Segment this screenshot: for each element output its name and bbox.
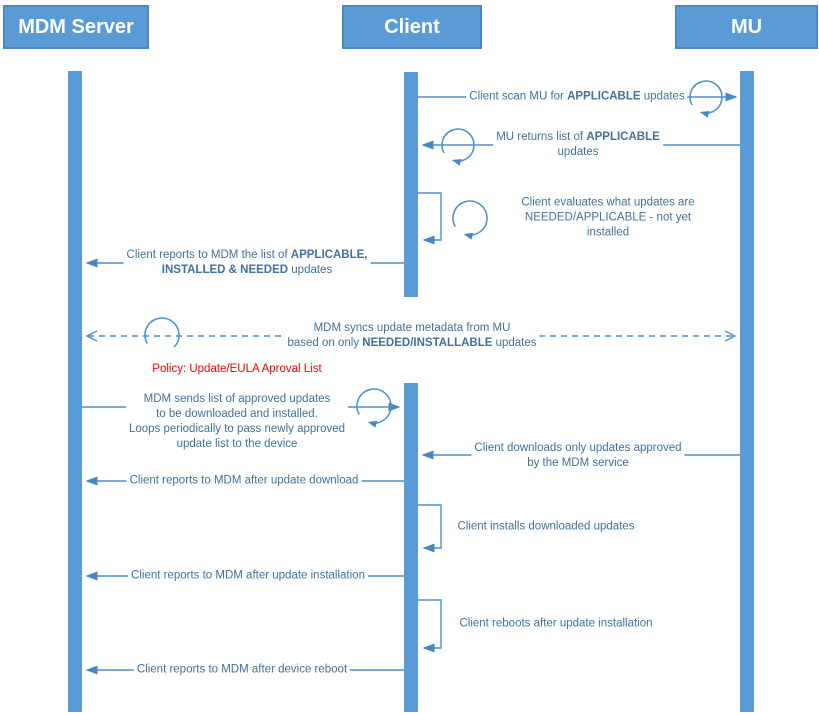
loop-arrow-icon — [441, 128, 475, 166]
lifeline-mu — [740, 71, 754, 712]
actor-label-client: Client — [384, 15, 440, 38]
message-label-download: Client downloads only updates approved b… — [471, 441, 685, 471]
message-label-report-list: Client reports to MDM the list of APPLIC… — [123, 248, 371, 278]
actor-label-mdm-server: MDM Server — [18, 15, 134, 38]
actor-box-mu: MU — [675, 5, 818, 49]
arrow-reboot-self-loop — [418, 599, 442, 653]
actor-box-mdm-server: MDM Server — [3, 5, 149, 49]
lifeline-mdm-server — [68, 71, 82, 712]
arrow-install-self-loop — [418, 504, 442, 553]
loop-arrow-icon — [452, 200, 488, 240]
arrow-evaluate-self-loop — [418, 192, 442, 245]
message-label-return-applicable: MU returns list of APPLICABLE updates — [493, 130, 663, 160]
message-label-sync-metadata: MDM syncs update metadata from MU based … — [284, 321, 540, 351]
policy-title-text: Policy: Update/EULA Aproval List — [152, 363, 322, 375]
message-label-scan: Client scan MU for APPLICABLE updates — [466, 89, 688, 105]
message-label-policy-approval: Policy: Update/EULA Aproval List MDM sen… — [125, 347, 349, 467]
message-label-install: Client installs downloaded updates — [454, 519, 638, 535]
actor-box-client: Client — [342, 5, 482, 49]
message-label-report-reboot: Client reports to MDM after device reboo… — [133, 662, 351, 678]
message-label-evaluate: Client evaluates what updates are NEEDED… — [502, 195, 714, 241]
policy-body-text: MDM sends list of approved updates to be… — [128, 393, 346, 450]
actor-label-mu: MU — [730, 15, 763, 38]
loop-arrow-icon — [356, 388, 392, 428]
message-label-reboot: Client reboots after update installation — [456, 616, 656, 632]
message-label-report-install: Client reports to MDM after update insta… — [128, 568, 368, 584]
lifeline-client-upper — [404, 72, 418, 297]
loop-arrow-icon — [689, 80, 723, 118]
message-label-report-download: Client reports to MDM after update downl… — [126, 473, 362, 489]
lifeline-client-lower — [404, 383, 418, 712]
